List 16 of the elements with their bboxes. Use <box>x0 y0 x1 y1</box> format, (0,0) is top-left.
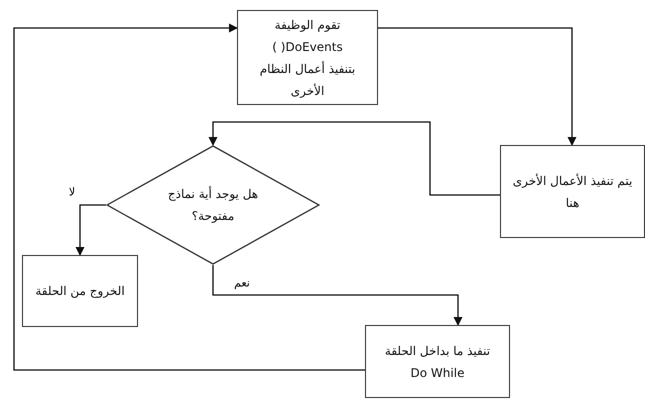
process-box <box>365 325 510 398</box>
box-text: تقوم الوظيفة DoEvents( ) بتنفيذ أعمال النظام الأخرى <box>258 16 356 100</box>
box-text: الخروج من الحلقة <box>35 283 125 300</box>
box-text: تنفيذ ما بداخل الحلقة Do While <box>384 342 492 382</box>
box-text: هل يوجد أية نماذج مفتوحة؟ <box>166 185 260 225</box>
arrow <box>208 121 500 196</box>
arrow <box>378 27 576 146</box>
arrow <box>76 204 106 256</box>
arrow <box>212 265 462 326</box>
decision-diamond <box>106 145 320 265</box>
box-text: يتم تنفيذ الأعمال الأخرى هنا <box>512 172 632 212</box>
process-box <box>500 145 645 238</box>
process-box <box>22 255 138 327</box>
edge-label: لا <box>68 186 76 198</box>
arrow <box>13 24 365 371</box>
process-box <box>237 10 378 105</box>
